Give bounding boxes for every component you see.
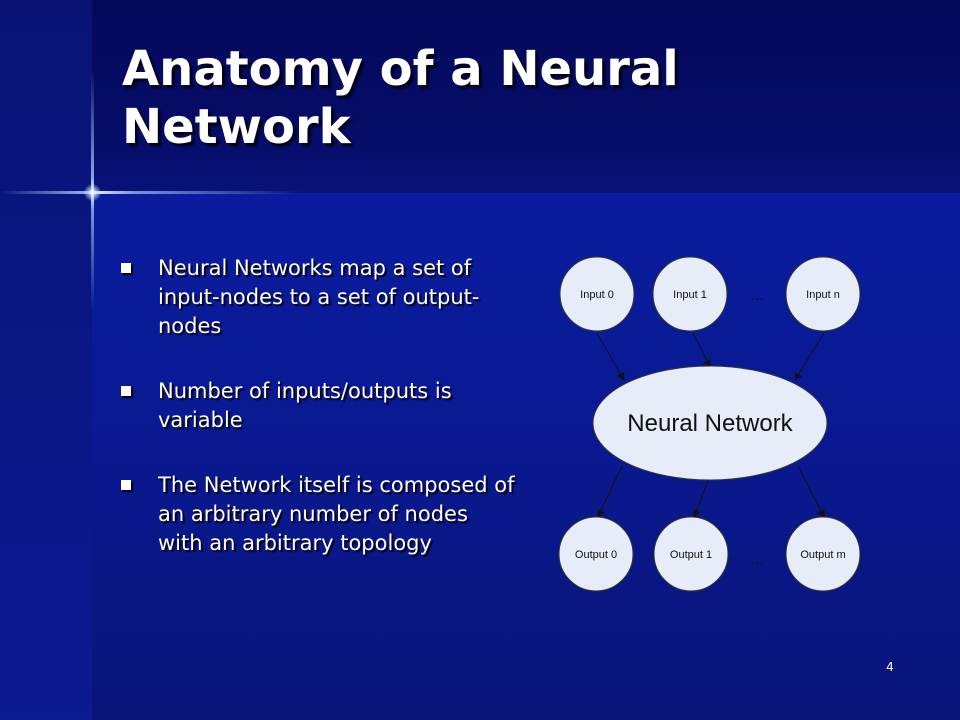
neural-network-diagram: Input 0 Input 1 … Input n Neural Network…	[558, 256, 861, 592]
page-number: 4	[886, 660, 894, 674]
light-flare-horizontal	[0, 191, 300, 194]
output-node-label: Output m	[800, 549, 845, 561]
output-node: Output m	[785, 516, 861, 592]
edge-input-n	[794, 332, 825, 381]
bullet-item: Neural Networks map a set of input-nodes…	[118, 254, 518, 341]
left-band	[0, 0, 92, 720]
input-node-label: Input 1	[673, 289, 707, 301]
square-bullet-icon	[121, 386, 131, 396]
square-bullet-icon	[121, 263, 131, 273]
output-node: Output 0	[558, 516, 634, 592]
outputs-ellipsis: …	[750, 551, 764, 567]
network-node: Neural Network	[592, 365, 828, 481]
edge-output-m	[797, 465, 825, 518]
output-node: Output 1	[653, 516, 729, 592]
output-node-label: Output 0	[575, 549, 617, 561]
input-node-label: Input 0	[580, 289, 614, 301]
bullet-list: Neural Networks map a set of input-nodes…	[118, 254, 518, 594]
edge-input-1	[692, 332, 711, 368]
square-bullet-icon	[121, 480, 131, 490]
bullet-text: Neural Networks map a set of input-nodes…	[158, 256, 480, 338]
bullet-text: Number of inputs/outputs is variable	[158, 379, 452, 432]
input-node: Input n	[785, 256, 861, 332]
input-node: Input 0	[559, 256, 635, 332]
input-node: Input 1	[652, 256, 728, 332]
bullet-item: Number of inputs/outputs is variable	[118, 377, 518, 435]
network-node-label: Neural Network	[627, 410, 793, 437]
bullet-text: The Network itself is composed of an arb…	[158, 473, 515, 555]
inputs-ellipsis: …	[750, 287, 764, 303]
light-flare-center	[84, 184, 101, 201]
edge-output-0	[597, 465, 623, 518]
title-band	[0, 0, 960, 193]
slide-title: Anatomy of a Neural Network	[122, 41, 679, 155]
bullet-item: The Network itself is composed of an arb…	[118, 471, 518, 558]
output-node-label: Output 1	[670, 549, 712, 561]
edge-output-1	[692, 479, 709, 518]
edge-input-0	[596, 332, 625, 381]
input-node-label: Input n	[806, 289, 840, 301]
